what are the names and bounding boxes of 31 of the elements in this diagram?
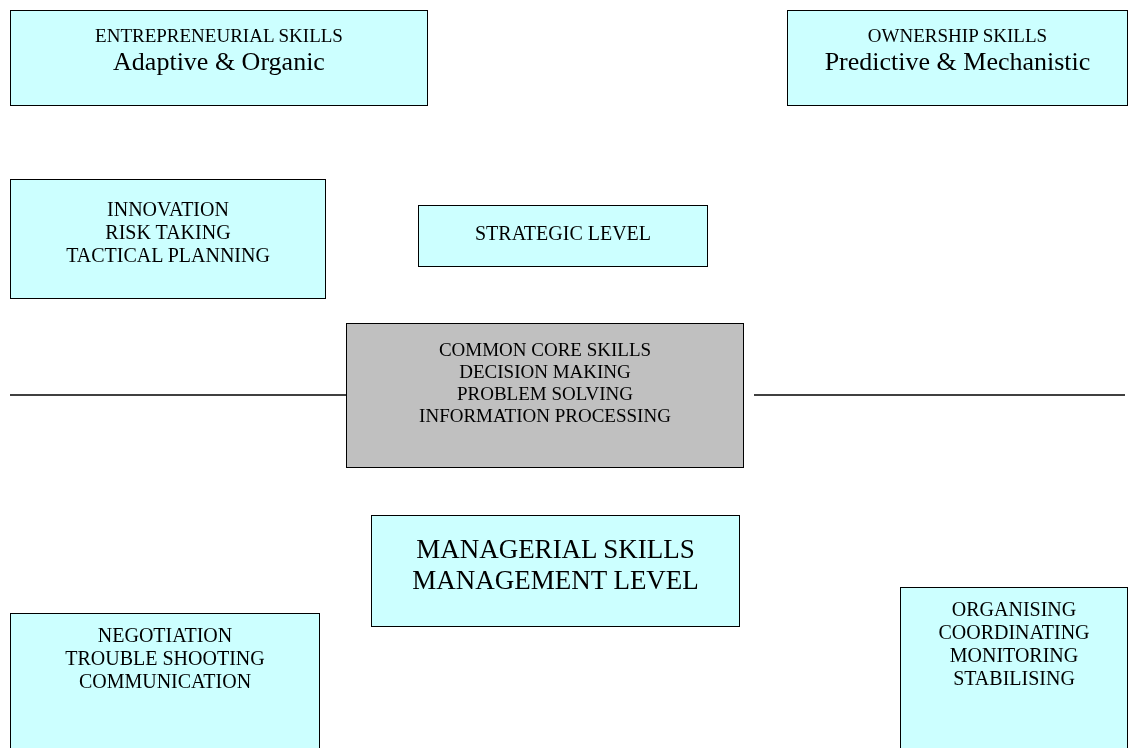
text-box [346,323,744,468]
box-text: COMMUNICATION [78,670,252,693]
box-text: ENTREPRENEURIAL SKILLS [95,25,343,47]
box-text: MONITORING [949,644,1079,667]
box-text: DECISION MAKING [459,360,631,383]
text-box [10,613,320,748]
box-text: TROUBLE SHOOTING [65,647,265,670]
box-text: NEGOTIATION [97,624,233,647]
line [753,394,1126,396]
text-box [787,10,1128,106]
text-box [900,587,1128,748]
box-text: Predictive & Mechanistic [824,46,1091,77]
box-text: RISK TAKING [105,221,231,244]
line [9,394,347,396]
box-text: INNOVATION [107,198,229,221]
box-text: STABILISING [953,667,1075,690]
box-text: ORGANISING [951,598,1077,621]
text-box [10,10,428,106]
box-text: COORDINATING [938,621,1090,644]
box-text: COMMON CORE SKILLS [438,339,652,361]
text-box [10,179,326,299]
text-box [418,205,708,267]
text-box [371,515,740,627]
box-text: MANAGEMENT LEVEL [412,565,699,597]
box-text: INFORMATION PROCESSING [419,404,671,427]
box-text: MANAGERIAL SKILLS [416,534,695,566]
box-text: PROBLEM SOLVING [456,382,634,405]
box-text: OWNERSHIP SKILLS [867,25,1048,47]
box-text: Adaptive & Organic [113,46,325,77]
box-text: STRATEGIC LEVEL [474,222,652,245]
box-text: TACTICAL PLANNING [66,244,270,267]
